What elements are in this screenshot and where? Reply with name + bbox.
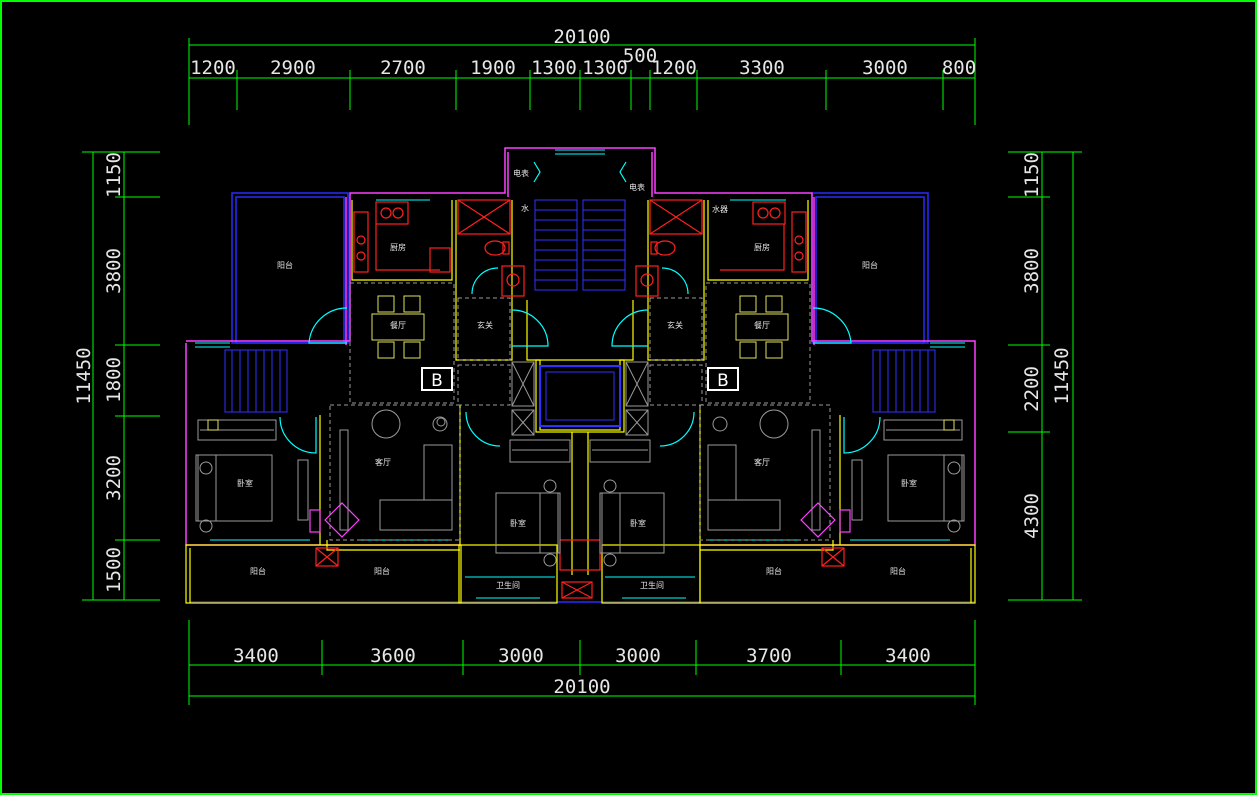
sinks-magenta: [309, 502, 851, 538]
room-label: 卧室: [630, 518, 646, 528]
room-label: 玄关: [667, 320, 683, 330]
room-label: 卫生间: [640, 580, 664, 590]
top-dimensions: [188, 38, 976, 125]
bottom-dimensions: [188, 620, 976, 705]
right-seg-dim: 3800: [1021, 248, 1043, 294]
right-total-dim: 11450: [1051, 347, 1073, 404]
top-seg-dim: 2700: [380, 57, 426, 79]
top-seg-dim: 1200: [190, 57, 236, 79]
top-seg-dim: 1300: [531, 57, 577, 79]
top-seg-dim: 1300: [582, 57, 628, 79]
room-label: 水: [521, 203, 529, 213]
unit-mark-left: B: [431, 371, 443, 391]
bottom-seg-dim: 3000: [498, 645, 544, 667]
left-seg-dim: 1150: [103, 152, 125, 198]
room-label: 阳台: [890, 566, 906, 576]
top-total-dim: 20100: [553, 26, 610, 48]
bottom-seg-dim: 3600: [370, 645, 416, 667]
room-label: 餐厅: [390, 321, 406, 330]
top-seg-dim: 2900: [270, 57, 316, 79]
outer-walls: [185, 147, 976, 546]
room-label: 阳台: [277, 260, 293, 270]
room-label: 玄关: [477, 320, 493, 330]
left-seg-dim: 3200: [103, 455, 125, 501]
bottom-seg-dim: 3400: [885, 645, 931, 667]
room-label: 卫生间: [496, 580, 520, 590]
top-extra-dim: 500: [623, 45, 657, 67]
unit-mark-right: B: [717, 371, 729, 391]
bottom-total-dim: 20100: [553, 676, 610, 698]
room-label: 阳台: [250, 566, 266, 576]
room-label: 阳台: [766, 566, 782, 576]
room-label: 客厅: [754, 457, 770, 467]
room-label: 阳台: [862, 260, 878, 270]
bottom-seg-dim: 3700: [746, 645, 792, 667]
left-dimensions: [82, 151, 160, 601]
room-label: 卧室: [237, 478, 253, 488]
balcony-outlines: [190, 192, 975, 603]
room-label: 水器: [712, 204, 728, 214]
inner-walls: [185, 200, 976, 604]
bottom-seg-dim: 3400: [233, 645, 279, 667]
top-seg-dim: 1900: [470, 57, 516, 79]
room-label: 卧室: [901, 478, 917, 488]
room-label: 电表: [629, 182, 645, 192]
right-seg-dim: 1150: [1021, 152, 1043, 198]
room-label: 餐厅: [754, 321, 770, 330]
fixtures: [315, 199, 845, 599]
room-label: 卧室: [510, 518, 526, 528]
top-seg-dim: 1200: [651, 57, 697, 79]
right-dimensions: [1008, 151, 1082, 601]
room-label: 电表: [513, 168, 529, 178]
left-seg-dim: 1800: [103, 357, 125, 403]
top-seg-dim: 3000: [862, 57, 908, 79]
room-label: 阳台: [374, 566, 390, 576]
left-seg-dim: 1500: [103, 547, 125, 593]
right-seg-dim: 2200: [1021, 366, 1043, 412]
room-label: 厨房: [390, 242, 406, 252]
doors: [279, 161, 881, 454]
left-seg-dim: 3800: [103, 248, 125, 294]
room-label: 客厅: [375, 457, 391, 467]
top-seg-dim: 800: [942, 57, 976, 79]
stairs: [224, 199, 936, 427]
left-total-dim: 11450: [73, 347, 95, 404]
furniture: [195, 282, 965, 567]
unit-marks: [421, 367, 739, 391]
top-seg-dim: 3300: [739, 57, 785, 79]
right-seg-dim: 4300: [1021, 493, 1043, 539]
bottom-seg-dim: 3000: [615, 645, 661, 667]
room-label: 厨房: [754, 242, 770, 252]
